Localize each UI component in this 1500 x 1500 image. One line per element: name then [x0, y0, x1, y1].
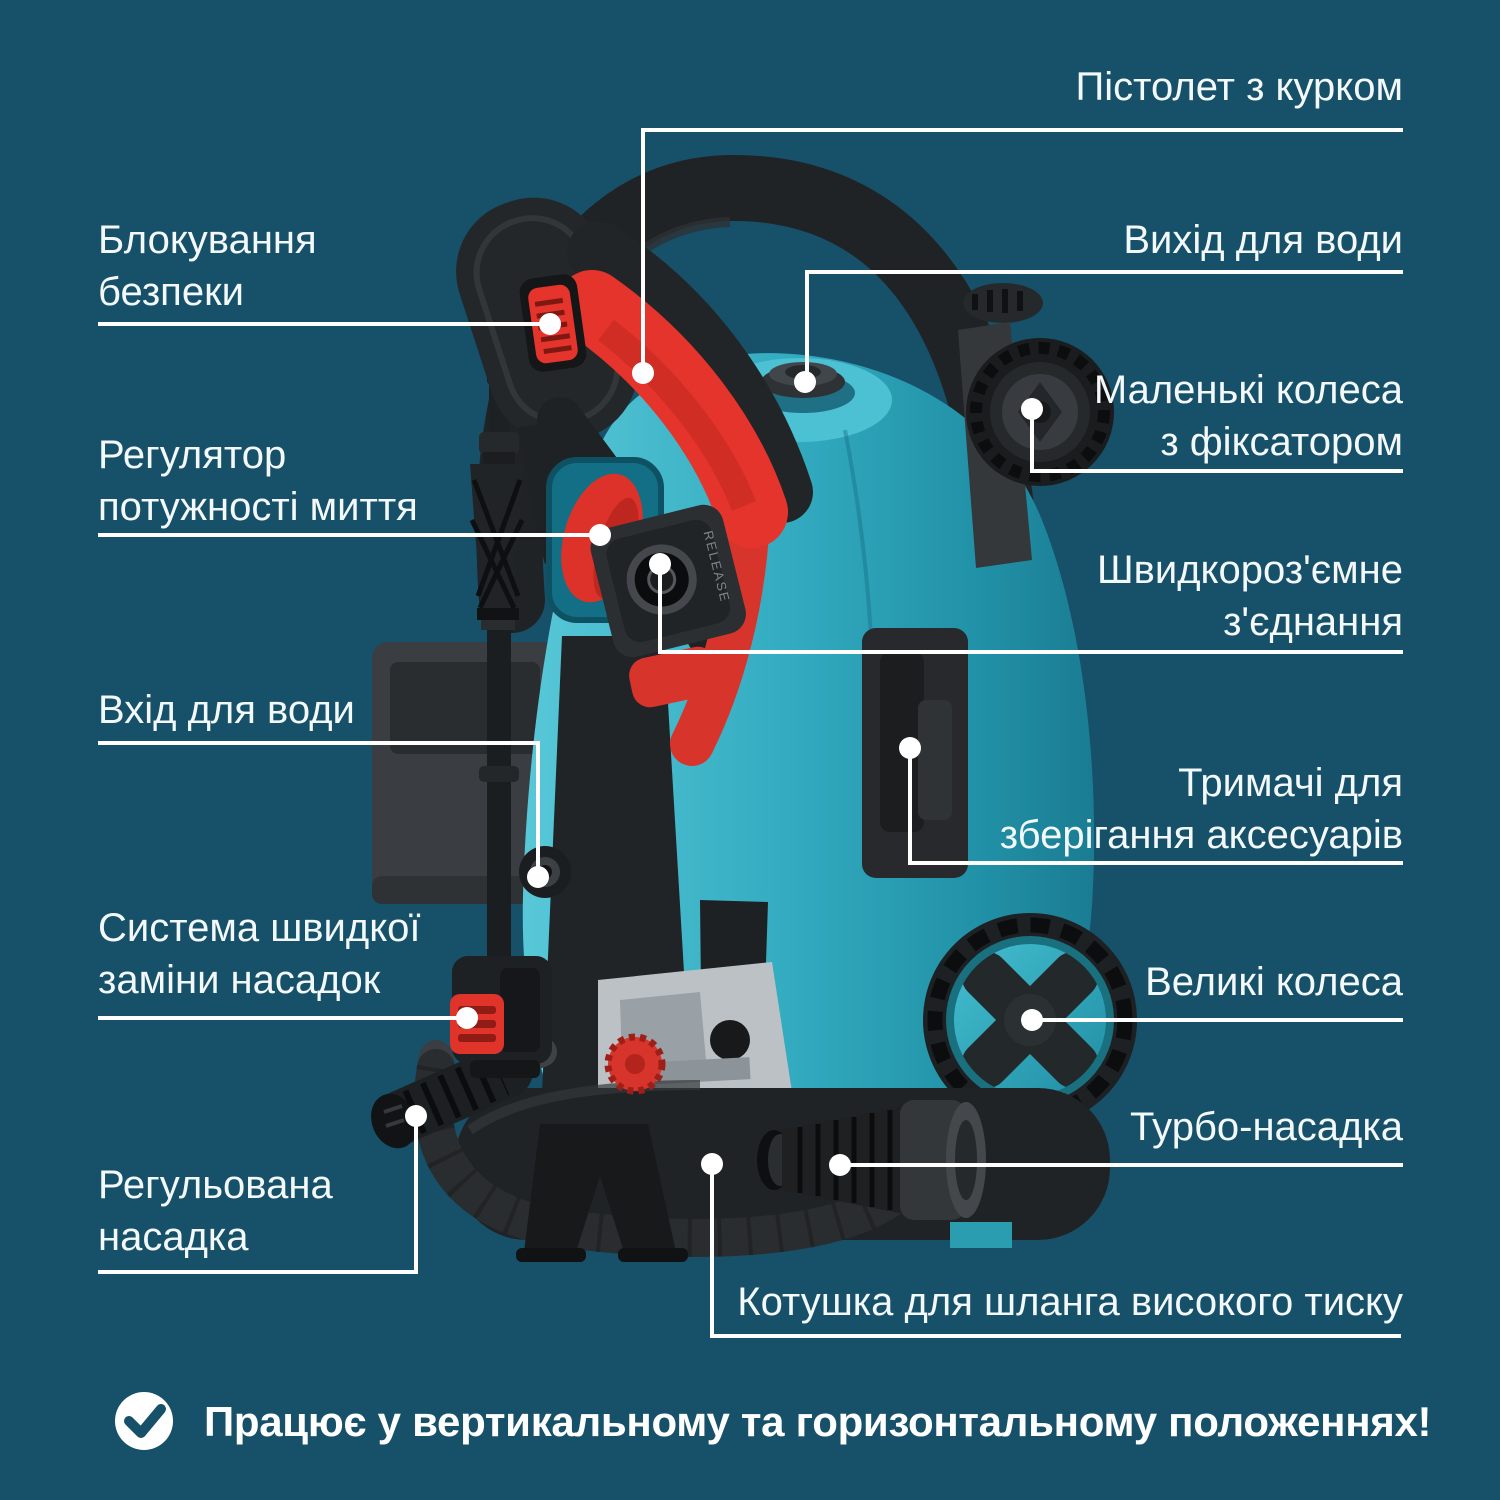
label-line: заміни насадок [98, 958, 381, 1002]
label-line: з'єднання [1223, 600, 1403, 644]
label-water-outlet: Вихід для води [1123, 214, 1403, 266]
callout-lines [98, 128, 1403, 1338]
drain-knob [604, 1033, 666, 1095]
label-line: зберігання аксесуарів [999, 813, 1403, 857]
callout-dot-nozzle-change [456, 1007, 478, 1029]
callout-dot-big-wheels [1021, 1009, 1043, 1031]
label-line: Котушка для шланга високого тиску [737, 1280, 1403, 1324]
callout-dot-hose-reel [701, 1153, 723, 1175]
callout-dot-water-outlet [794, 371, 816, 393]
callout-line-water-outlet [805, 270, 1403, 382]
label-hose-reel: Котушка для шланга високого тиску [737, 1276, 1403, 1328]
label-line: Турбо-насадка [1129, 1105, 1403, 1149]
label-line: насадка [98, 1215, 249, 1259]
label-line: безпеки [98, 270, 244, 314]
label-adjustable-nozzle: Регульована насадка [98, 1159, 333, 1263]
label-turbo-nozzle: Турбо-насадка [1130, 1101, 1403, 1153]
callout-dot-power-regulator [589, 524, 611, 546]
callout-line-quick-coupling [658, 564, 1403, 654]
label-trigger-gun: Пістолет з курком [1076, 61, 1403, 113]
label-line: Блокування [98, 218, 317, 262]
label-line: Пістолет з курком [1075, 65, 1403, 109]
callout-dot-water-inlet [527, 866, 549, 888]
callout-line-hose-reel [710, 1164, 1401, 1338]
callout-dot-quick-coupling [649, 553, 671, 575]
label-line: потужності миття [98, 485, 418, 529]
callout-line-trigger-gun [641, 128, 1403, 373]
callout-dot-trigger-gun [632, 362, 654, 384]
label-water-inlet: Вхід для води [98, 684, 355, 736]
label-accessory-holders: Тримачі для зберігання аксесуарів [1000, 757, 1403, 861]
callout-line-water-inlet [98, 741, 540, 877]
callout-dot-turbo-nozzle [829, 1154, 851, 1176]
footer-note: Працює у вертикальному та горизонтальном… [204, 1398, 1432, 1445]
callout-dot-safety-lock [539, 313, 561, 335]
label-line: Швидкороз'ємне [1096, 548, 1403, 592]
check-circle-icon [115, 1392, 173, 1450]
label-line: з фіксатором [1160, 420, 1403, 464]
label-line: Маленькі колеса [1093, 368, 1403, 412]
label-line: Система швидкої [98, 906, 421, 950]
label-safety-lock: Блокування безпеки [98, 214, 317, 318]
callout-dots [405, 313, 1043, 1176]
label-power-regulator: Регулятор потужності миття [98, 429, 418, 533]
label-big-wheels: Великі колеса [1145, 956, 1403, 1008]
callout-line-accessory-holders [908, 748, 1403, 865]
label-line: Тримачі для [1178, 761, 1403, 805]
label-line: Вхід для води [98, 688, 355, 732]
callout-dot-small-wheels [1021, 398, 1043, 420]
callout-dot-accessory-holders [899, 737, 921, 759]
label-line: Великі колеса [1145, 960, 1403, 1004]
callout-line-adjustable-nozzle [98, 1116, 418, 1274]
label-line: Регульована [98, 1163, 333, 1207]
callout-dot-adjustable-nozzle [405, 1105, 427, 1127]
callout-line-small-wheels [1030, 409, 1403, 473]
label-quick-coupling: Швидкороз'ємне з'єднання [1097, 544, 1403, 648]
label-line: Вихід для води [1123, 218, 1403, 262]
label-nozzle-change-system: Система швидкої заміни насадок [98, 902, 421, 1006]
front-foot [516, 1124, 688, 1262]
label-line: Регулятор [98, 433, 287, 477]
label-small-wheels: Маленькі колеса з фіксатором [1094, 364, 1403, 468]
pressure-washer-illustration: RELEASE [371, 154, 1137, 1262]
